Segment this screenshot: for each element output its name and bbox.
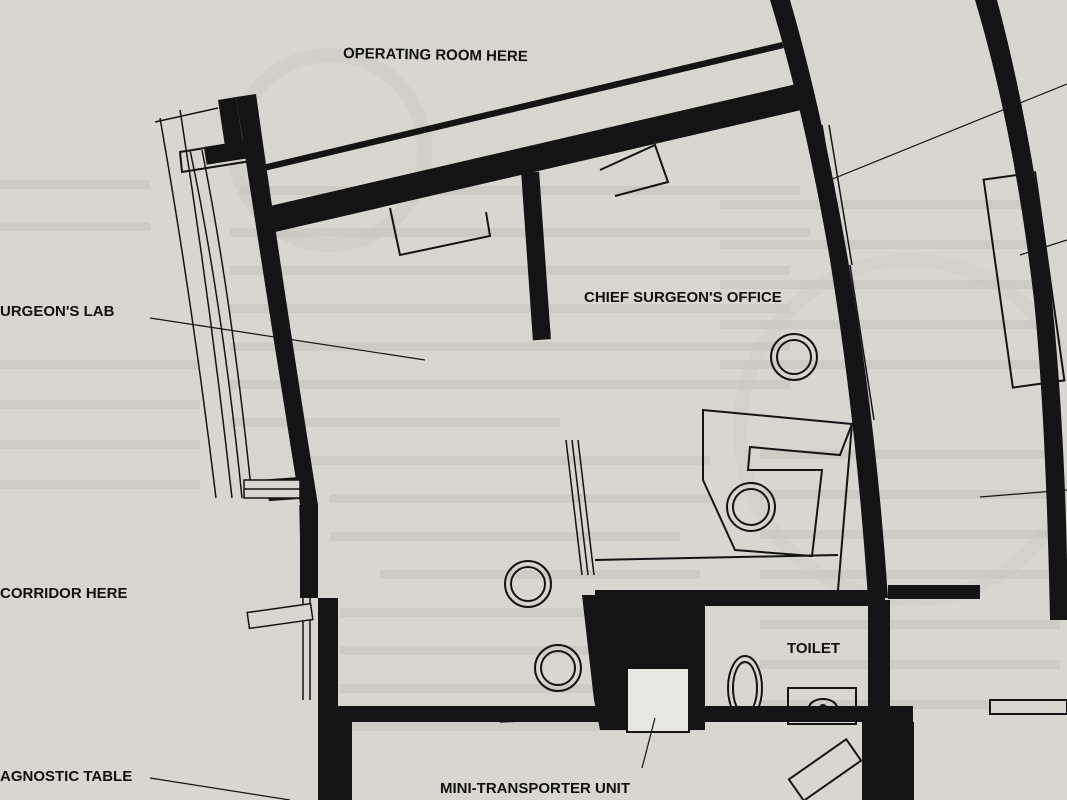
- right-cabinet-upper: [982, 171, 1066, 389]
- wall-lab-left-curved: [236, 94, 318, 598]
- door-strips: [154, 107, 975, 723]
- sink-counter: [787, 687, 857, 725]
- transporter-pad: [626, 667, 690, 733]
- toilet-bowl: [727, 655, 763, 721]
- label-chief-surgeons-office: CHIEF SURGEON'S OFFICE: [584, 289, 782, 306]
- office-chair-3: [504, 560, 552, 608]
- leader-right-cabinet: [1019, 239, 1067, 256]
- wall-stub-upper-left: [218, 97, 244, 153]
- leader-diagnostic-table: [149, 777, 291, 800]
- label-surgeons-lab: URGEON'S LAB: [0, 303, 115, 320]
- leader-surgeons-lab: [149, 317, 426, 361]
- wall-toilet-right-lower: [868, 670, 888, 720]
- office-desk: [702, 408, 854, 558]
- leader-right-upper: [829, 83, 1067, 181]
- label-diagnostic-table: AGNOSTIC TABLE: [0, 768, 132, 785]
- wall-right-door-frame: [888, 585, 980, 599]
- office-chair-2: [726, 482, 776, 532]
- leader-lines: [149, 83, 1067, 800]
- wall-diagonal-top: [270, 82, 810, 232]
- sink-basin: [808, 698, 838, 718]
- wall-corridor-bottom: [318, 706, 913, 722]
- label-corridor: CORRIDOR HERE: [0, 585, 128, 602]
- leader-transporter: [641, 717, 656, 769]
- wall-far-right-curved: [975, 0, 1067, 620]
- walls: [178, 0, 1067, 800]
- leader-right-lower: [979, 489, 1067, 498]
- lab-counter-right: [599, 143, 670, 197]
- office-chair-1: [770, 333, 818, 381]
- furniture: [337, 143, 1066, 800]
- wall-left-lower-foot: [318, 722, 352, 800]
- room-labels: OPERATING ROOM HERE URGEON'S LAB CHIEF S…: [0, 45, 840, 797]
- label-operating-room: OPERATING ROOM HERE: [343, 45, 528, 65]
- wall-office-right-curved: [770, 0, 888, 598]
- label-mini-transporter: MINI-TRANSPORTER UNIT: [440, 780, 630, 797]
- label-toilet: TOILET: [787, 640, 840, 657]
- show-through-texture: [0, 48, 1067, 731]
- office-chair-4: [534, 644, 582, 692]
- wall-lab-divider: [521, 171, 551, 341]
- wall-far-right-lower: [989, 699, 1067, 715]
- wall-operating-room-edge: [258, 42, 784, 172]
- wall-lab-top-cap-fill: [203, 139, 257, 165]
- lab-counter: [389, 207, 492, 257]
- right-cabinet-lower: [787, 737, 863, 800]
- wall-corridor-lower-block: [862, 722, 914, 800]
